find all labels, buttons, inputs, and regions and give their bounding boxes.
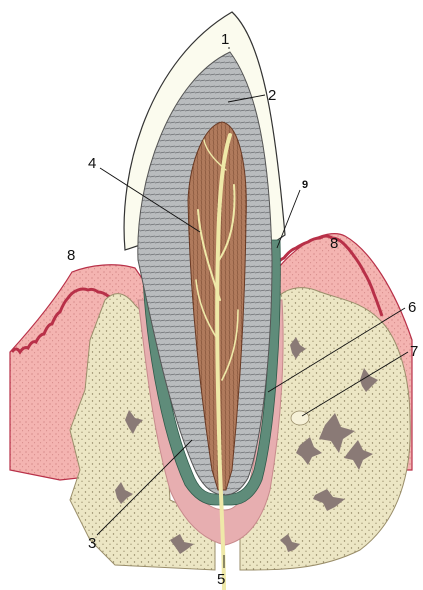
label-9: 9	[302, 179, 308, 191]
label-2: 2	[268, 87, 276, 104]
label-1: 1	[221, 31, 229, 48]
label-8-left: 8	[67, 247, 75, 264]
label-7: 7	[410, 343, 418, 360]
label-5: 5	[217, 571, 225, 588]
label-3: 3	[88, 535, 96, 552]
label-8-right: 8	[330, 235, 338, 252]
label-6: 6	[408, 299, 416, 316]
label-4: 4	[88, 155, 96, 172]
